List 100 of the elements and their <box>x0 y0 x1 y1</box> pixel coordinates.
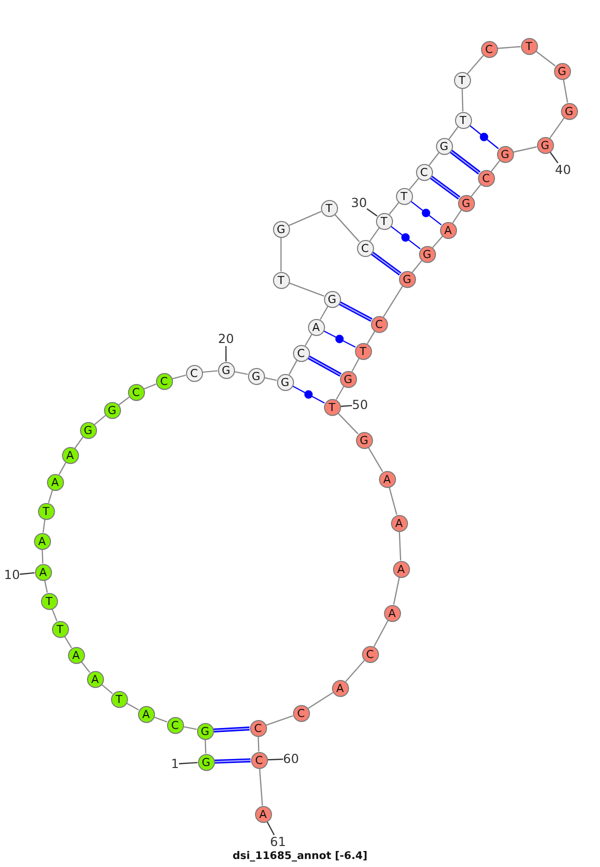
nucleotide-circle: T <box>40 592 58 610</box>
nucleotide-circle: T <box>354 342 372 360</box>
connector-line <box>388 487 398 515</box>
connector-line <box>304 334 312 346</box>
nucleotide-circle: T <box>110 690 128 708</box>
connector-line <box>320 306 328 320</box>
nucleotide-circle: T <box>396 188 412 204</box>
nucleotide-circle: G <box>436 138 452 154</box>
nucleotide-circle: G <box>554 62 570 80</box>
connector-line <box>428 152 440 166</box>
connector-line <box>44 580 48 593</box>
leader-line <box>178 762 198 764</box>
nucleotide-circle: G <box>496 146 514 162</box>
nucleotide-circle: G <box>196 722 214 740</box>
leader-line <box>366 208 378 217</box>
leader-line <box>267 758 284 760</box>
connector-line <box>172 374 186 380</box>
connector-line <box>264 377 277 381</box>
connector-line <box>288 360 298 375</box>
caption: dsi_11685_annot [-6.4] <box>232 850 368 862</box>
nucleotide-circle: A <box>46 474 64 490</box>
nucleotide-circle: A <box>254 806 272 822</box>
nucleotide-circle: G <box>536 136 554 154</box>
position-number: 61 <box>270 835 286 849</box>
nucleotide-circle: G <box>418 246 436 262</box>
connector-line <box>432 236 443 248</box>
double-line <box>213 726 250 733</box>
nucleotide-circle: G <box>324 290 340 308</box>
nucleotide-circle: C <box>250 752 268 768</box>
leader-line <box>20 572 35 575</box>
connector-line <box>382 286 404 318</box>
connector-line <box>369 228 380 242</box>
connector-line <box>452 210 462 224</box>
connector-line <box>280 238 282 272</box>
nucleotide-circle: T <box>454 72 470 88</box>
nucleotide-circle: T <box>520 38 538 54</box>
connector-line <box>288 282 324 297</box>
nucleotide-circle: G <box>248 368 264 384</box>
nucleotide-circle: G <box>104 402 120 418</box>
connector-line <box>266 715 294 726</box>
connector-line <box>337 412 359 434</box>
nucleotide-circle: C <box>156 372 172 390</box>
connector-line <box>80 661 90 673</box>
connector-line <box>513 146 537 153</box>
nucleotide-circle: C <box>186 364 202 382</box>
nucleotide-circle: C <box>128 384 144 400</box>
nucleotide-circle: A <box>68 646 84 664</box>
connector-line <box>234 371 248 375</box>
nucleotide-circle: T <box>376 212 392 230</box>
connector-line <box>74 436 84 448</box>
leader-line <box>225 346 227 362</box>
nucleotide-circle: C <box>292 344 310 362</box>
nucleotide-circle: T <box>52 620 68 638</box>
double-line <box>430 175 460 200</box>
nucleotide-circle: A <box>308 318 324 336</box>
position-number: 50 <box>352 398 368 412</box>
nucleotide-circle: T <box>38 502 54 520</box>
connector-line <box>204 739 206 754</box>
nucleotide-circle: G <box>218 362 234 378</box>
connector-line <box>448 126 458 140</box>
nucleotide-circle: A <box>384 604 400 622</box>
leader-line <box>340 404 352 407</box>
connector-line <box>412 260 422 273</box>
connector-line <box>202 370 218 373</box>
connector-line <box>126 702 139 710</box>
nucleotide-circle: T <box>272 272 290 288</box>
connector-line <box>398 531 402 561</box>
connector-line <box>393 577 400 605</box>
nucleotide-circle: T <box>454 112 472 128</box>
nucleotide-circle: G <box>458 194 474 212</box>
nucleotide-circle: A <box>392 560 410 578</box>
connector-line <box>118 396 130 406</box>
nucleotide-circle: A <box>34 532 50 550</box>
nucleotide-circle: G <box>80 422 96 438</box>
connector-line <box>94 414 106 426</box>
connector-line <box>462 88 464 112</box>
connector-line <box>345 660 365 682</box>
double-line <box>214 758 251 764</box>
nucleotide-circle: A <box>62 446 78 464</box>
nucleotide-circle: T <box>324 398 340 416</box>
nucleotide-circle: A <box>390 514 408 532</box>
nucleotide-circle: A <box>138 706 154 722</box>
nucleotide-circle: C <box>362 646 378 662</box>
nucleotide-circle: C <box>166 716 184 734</box>
connector-line <box>258 736 260 752</box>
double-line <box>307 355 342 377</box>
nucleotide-circle: T <box>320 200 338 216</box>
connector-line <box>259 768 263 806</box>
connector-line <box>52 608 58 622</box>
connector-line <box>408 178 420 190</box>
connector-line <box>388 202 400 215</box>
nucleotide-circle: G <box>276 374 294 390</box>
connector-line <box>308 692 334 709</box>
double-line <box>450 150 480 174</box>
connector-line <box>374 620 388 647</box>
line-with-dot <box>410 200 442 226</box>
connector-line <box>351 358 360 372</box>
connector-line <box>58 462 66 475</box>
position-number: 40 <box>555 163 571 177</box>
connector-line <box>48 490 54 504</box>
